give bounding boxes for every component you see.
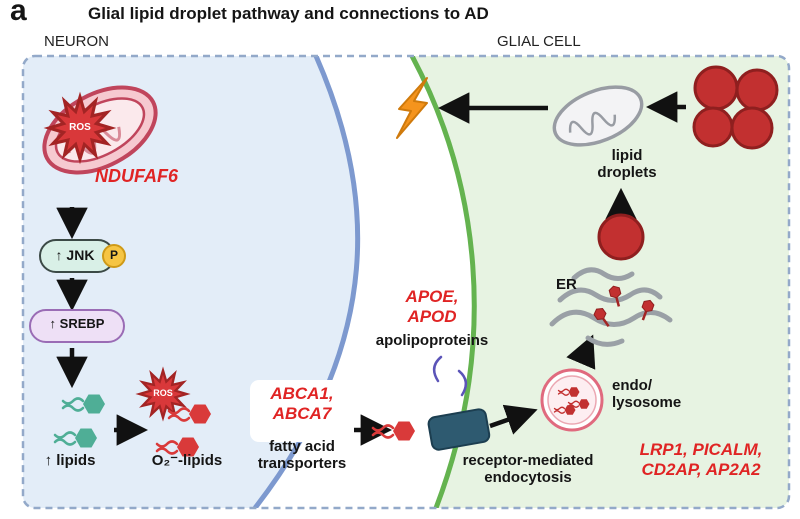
endolysosome-icon bbox=[540, 368, 604, 432]
srebp-pill bbox=[29, 309, 125, 343]
phospho-badge-icon bbox=[102, 244, 126, 268]
panel-label: a bbox=[10, 0, 27, 27]
ros-mito-label: ROS bbox=[69, 122, 91, 133]
srebp-label: ↑ SREBP bbox=[49, 316, 105, 331]
endolysosome-label: endo/ lysosome bbox=[612, 377, 682, 412]
receptor-icon bbox=[427, 408, 491, 451]
lipids-label: ↑ lipids bbox=[44, 452, 96, 469]
neuron-region-label: NEURON bbox=[44, 33, 110, 50]
apoe-apod-genes-label: APOE, APOD bbox=[405, 287, 459, 326]
dashed-frame bbox=[21, 54, 791, 510]
lipid-droplet-1 bbox=[693, 65, 739, 111]
figure-title: Glial lipid droplet pathway and connecti… bbox=[88, 4, 489, 23]
ros-burst-label: ROS bbox=[153, 388, 173, 398]
glial-region-label: GLIAL CELL bbox=[497, 33, 581, 50]
er-label: ER bbox=[556, 276, 577, 293]
lipid-droplet-2 bbox=[735, 68, 779, 112]
lipid-droplet-4 bbox=[730, 106, 774, 150]
arrow-endosome-to-er bbox=[566, 334, 596, 370]
endocytosis-label: receptor-mediated endocytosis bbox=[462, 452, 594, 487]
apolipoprotein-icon-1 bbox=[432, 355, 443, 383]
endocytosis-genes-label: LRP1, PICALM, CD2AP, AP2A2 bbox=[639, 440, 763, 479]
fatty-acid-transporters-label: fatty acid transporters bbox=[257, 438, 347, 473]
lightning-bolt-icon bbox=[396, 77, 428, 139]
er-icon bbox=[549, 267, 673, 347]
apolipoprotein-icon-2 bbox=[457, 369, 468, 397]
lipid-droplets-label: lipid droplets bbox=[597, 147, 657, 182]
glial-mitochondrion-icon bbox=[552, 85, 644, 147]
lipid-droplet-3 bbox=[692, 106, 734, 148]
arrow-receptor-to-endosome bbox=[489, 404, 538, 435]
transporter-box bbox=[250, 380, 354, 442]
lipid-droplet-single bbox=[597, 213, 645, 261]
ndufaf6-gene-label: NDUFAF6 bbox=[95, 166, 179, 186]
glial-cytoplasm bbox=[412, 56, 789, 508]
abca-genes-label: ABCA1, ABCA7 bbox=[270, 384, 334, 423]
jnk-label: ↑ JNK bbox=[55, 247, 95, 263]
phospho-label: P bbox=[109, 248, 118, 262]
apolipoproteins-label: apolipoproteins bbox=[375, 332, 489, 349]
oxidized-lipids-label: O₂⁻-lipids bbox=[151, 452, 223, 469]
lipid-droplets-icons bbox=[597, 65, 779, 261]
